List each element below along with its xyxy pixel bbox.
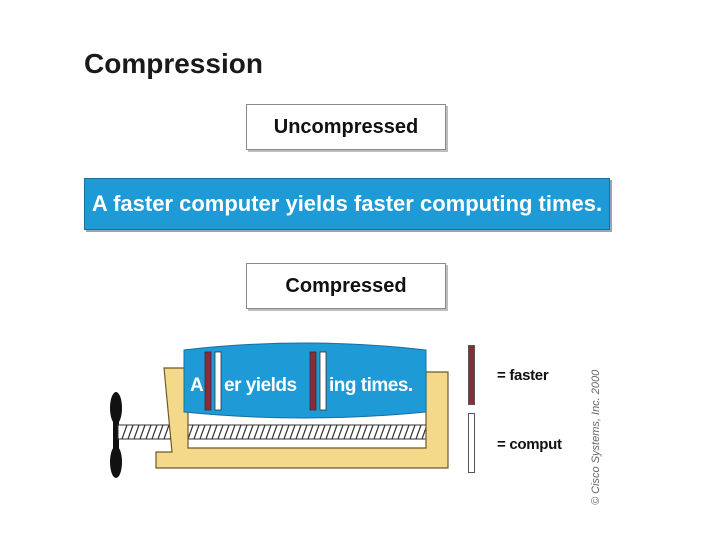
screw-thread	[217, 424, 224, 440]
vise-screw	[117, 424, 449, 440]
screw-thread	[151, 424, 158, 440]
compressed-text-c: ing times.	[329, 375, 413, 396]
screw-thread	[223, 424, 230, 440]
screw-thread	[265, 424, 272, 440]
uncompressed-sentence-text: A faster computer yields faster computin…	[91, 191, 603, 216]
legend-text-comput: = comput	[497, 436, 562, 453]
uncompressed-sentence: A faster computer yields faster computin…	[84, 178, 610, 230]
copyright-notice: © Cisco Systems, Inc. 2000	[590, 369, 602, 505]
screw-thread	[385, 424, 392, 440]
screw-thread	[301, 424, 308, 440]
screw-thread	[133, 424, 140, 440]
screw-thread	[361, 424, 368, 440]
screw-thread	[415, 424, 422, 440]
page-title: Compression	[84, 48, 263, 79]
screw-thread	[313, 424, 320, 440]
screw-thread	[253, 424, 260, 440]
screw-thread	[343, 424, 350, 440]
screw-thread	[205, 424, 212, 440]
screw-thread	[403, 424, 410, 440]
uncompressed-label: Uncompressed	[246, 104, 446, 150]
screw-thread	[373, 424, 380, 440]
screw-thread	[241, 424, 248, 440]
screw-thread	[295, 424, 302, 440]
screw-thread	[229, 424, 236, 440]
uncompressed-label-text: Uncompressed	[273, 115, 419, 138]
legend-swatch-comput	[468, 413, 475, 473]
screw-thread	[325, 424, 332, 440]
screw-thread	[193, 424, 200, 440]
screw-thread	[307, 424, 314, 440]
screw-thread	[367, 424, 374, 440]
screw-thread	[379, 424, 386, 440]
compressed-label-text: Compressed	[285, 274, 407, 297]
screw-thread	[235, 424, 242, 440]
screw-thread	[397, 424, 404, 440]
screw-thread	[271, 424, 278, 440]
screw-thread	[127, 424, 134, 440]
screw-thread	[349, 424, 356, 440]
screw-thread	[145, 424, 152, 440]
compressed-label: Compressed	[246, 263, 446, 309]
screw-thread	[211, 424, 218, 440]
screw-thread	[247, 424, 254, 440]
screw-thread	[289, 424, 296, 440]
screw-thread	[355, 424, 362, 440]
legend-swatch-faster	[468, 345, 475, 405]
screw-thread	[199, 424, 206, 440]
screw-thread	[319, 424, 326, 440]
screw-thread	[163, 424, 170, 440]
compressed-text-a: A	[190, 375, 204, 396]
screw-thread	[259, 424, 266, 440]
vise-handle	[110, 392, 122, 478]
screw-thread	[331, 424, 338, 440]
compressed-text-b: er yields	[224, 375, 297, 396]
legend-text-faster: = faster	[497, 367, 549, 384]
screw-thread	[139, 424, 146, 440]
screw-thread	[277, 424, 284, 440]
compressed-block	[183, 342, 427, 419]
screw-thread	[409, 424, 416, 440]
screw-thread	[337, 424, 344, 440]
compression-markers	[204, 351, 327, 411]
screw-thread	[187, 424, 194, 440]
screw-thread	[283, 424, 290, 440]
screw-thread	[121, 424, 128, 440]
screw-thread	[157, 424, 164, 440]
screw-thread	[391, 424, 398, 440]
